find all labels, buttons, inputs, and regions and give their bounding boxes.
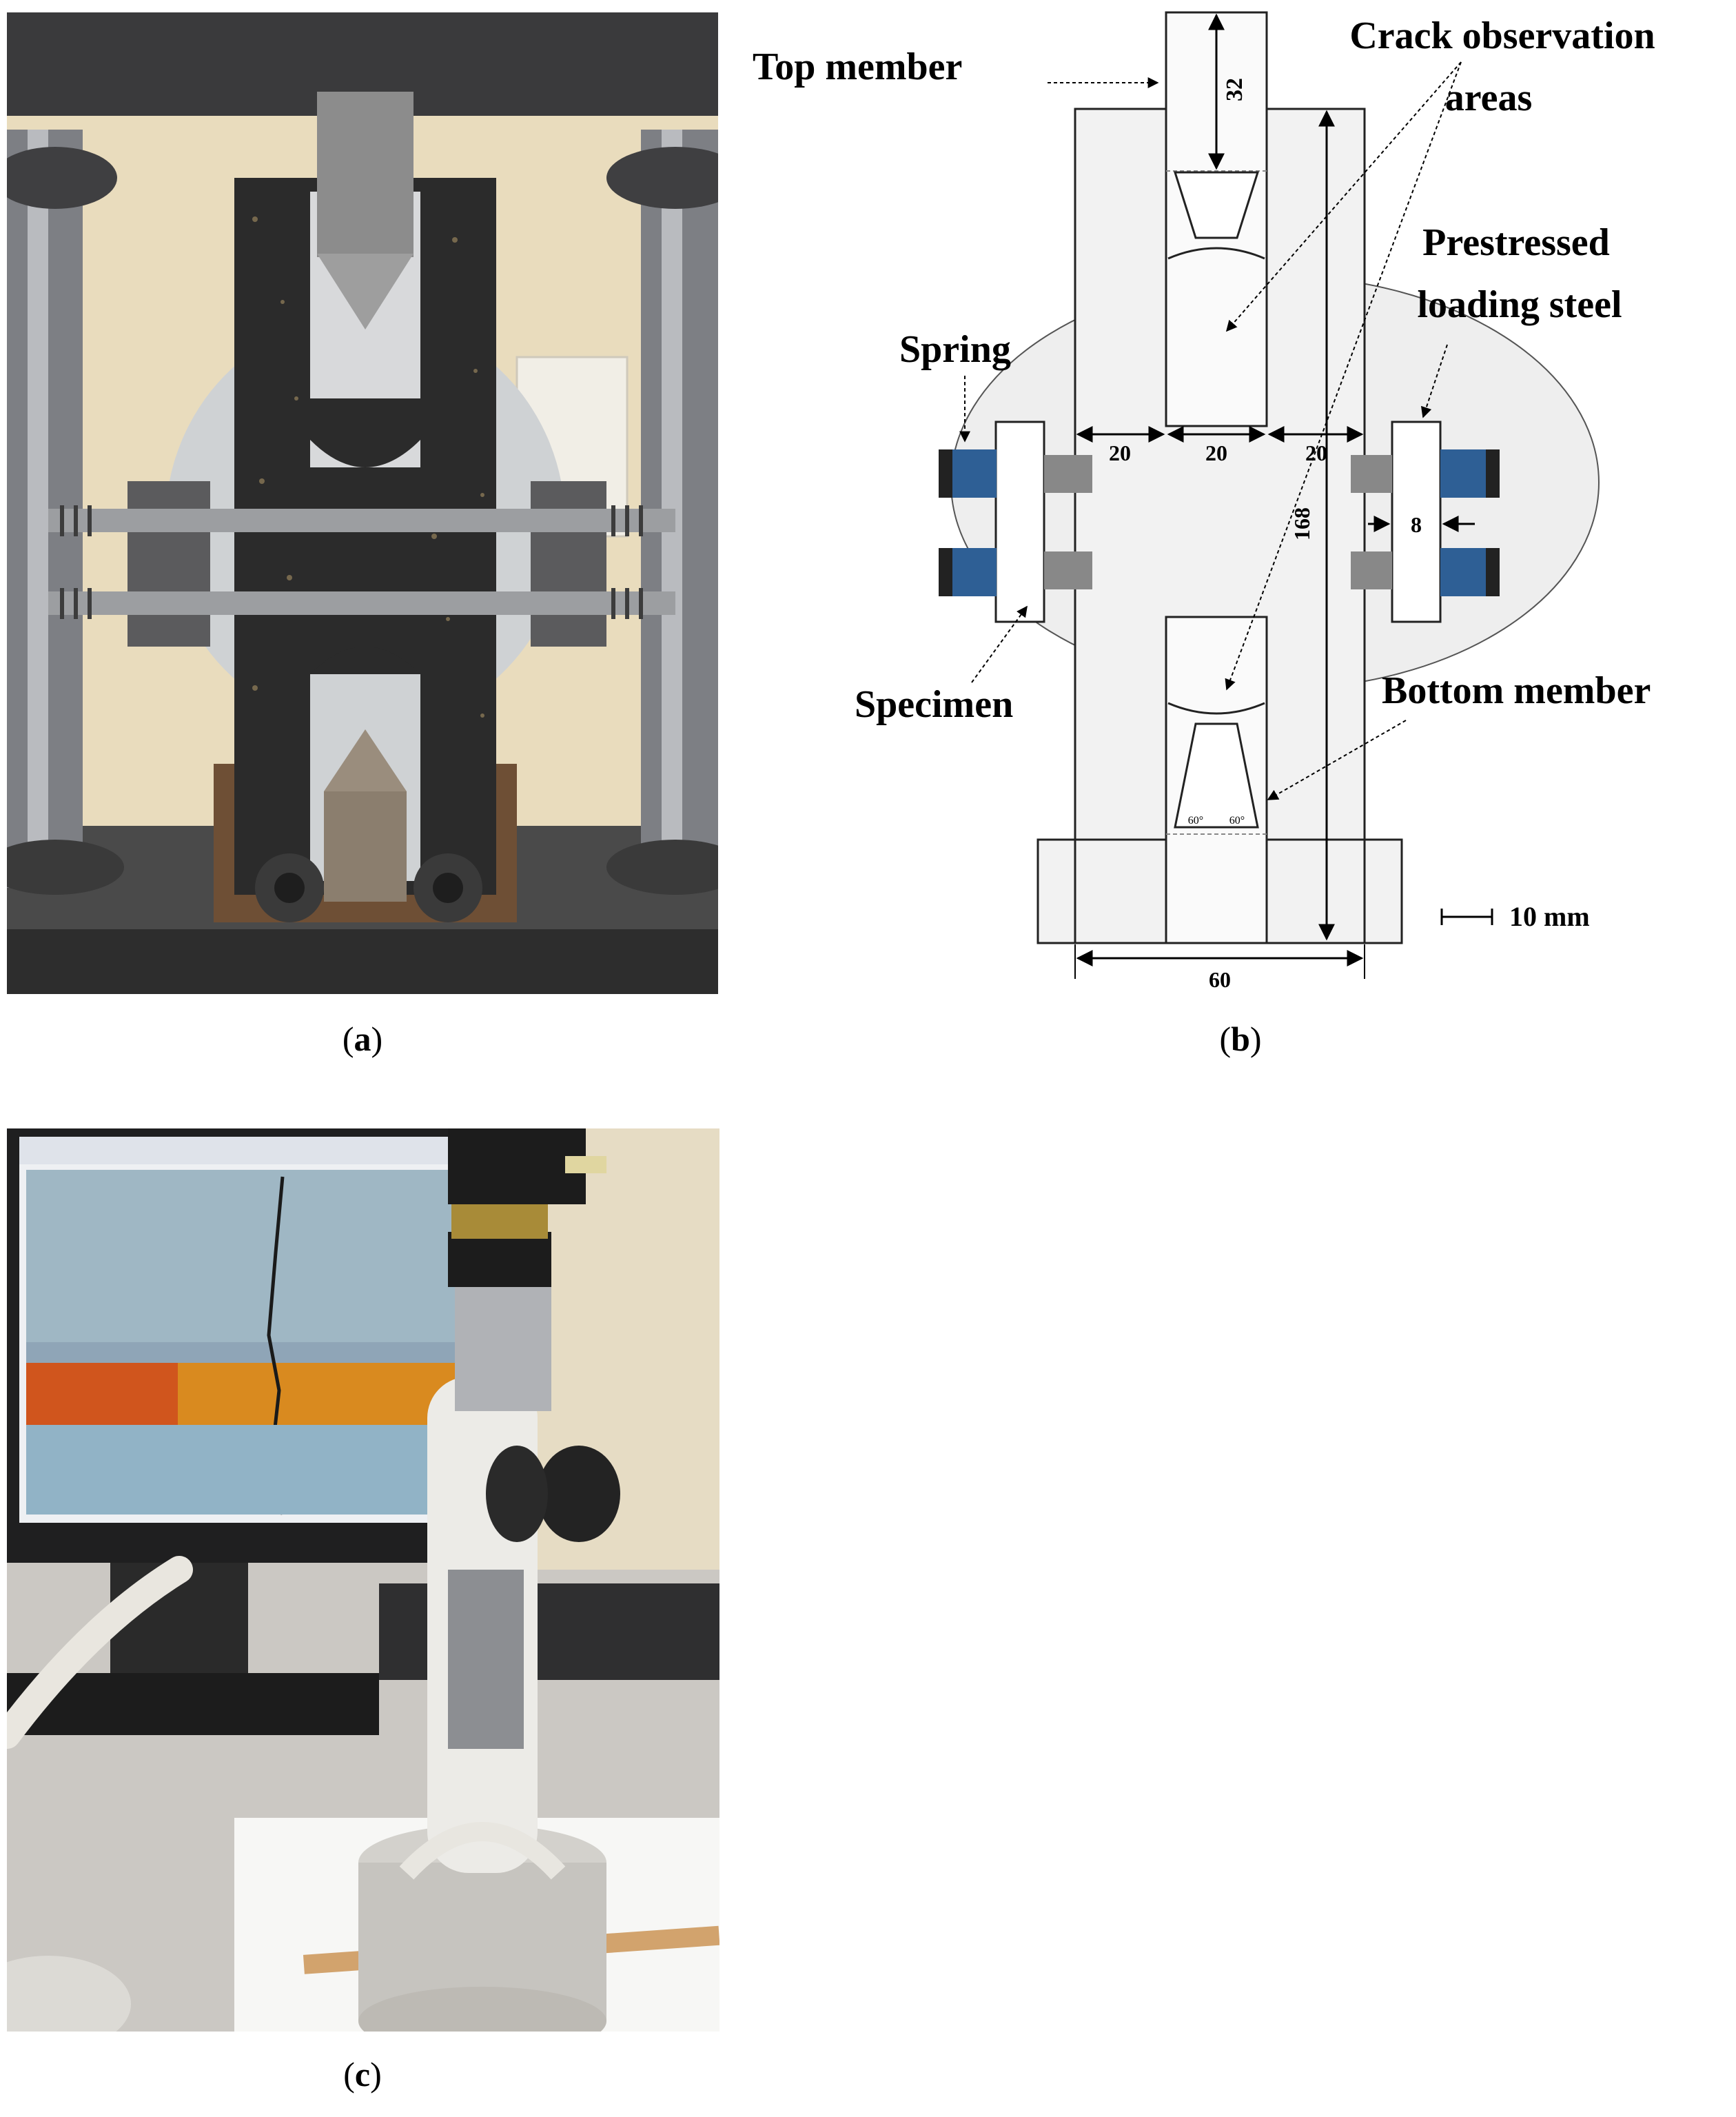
scale-bar-label: 10 mm — [1509, 901, 1590, 932]
angle-right: 60° — [1229, 815, 1245, 827]
dim-20-right: 20 — [1305, 440, 1327, 465]
left-plate — [994, 421, 1045, 623]
photo-a-illustration — [7, 12, 718, 994]
photo-c-illustration — [7, 1128, 719, 2032]
bottom-member — [1165, 616, 1268, 944]
dim-60: 60 — [1209, 967, 1231, 992]
right-rod-top — [1351, 455, 1392, 493]
label-prestressed-2: loading steel — [1417, 283, 1622, 326]
right-rod-bottom — [1351, 551, 1392, 589]
left-spring-bottom — [939, 548, 997, 596]
caption-c-letter: c — [354, 2055, 371, 2094]
right-spring-top — [1440, 449, 1500, 498]
right-plate — [1391, 421, 1442, 623]
caption-a-letter: a — [354, 1020, 371, 1058]
photo-c-microscope — [7, 1128, 719, 2032]
left-rod-bottom — [1044, 551, 1092, 589]
dim-20-left: 20 — [1109, 440, 1131, 465]
angle-left: 60° — [1188, 815, 1203, 827]
diagram-b-schematic: 32 20 20 20 168 8 60 60° 60° Top member … — [744, 0, 1736, 1000]
label-crack-observation-1: Crack observation — [1349, 14, 1655, 57]
label-top-member: Top member — [753, 45, 962, 88]
label-bottom-member: Bottom member — [1382, 669, 1651, 712]
label-crack-observation-2: areas — [1445, 77, 1533, 119]
dim-32: 32 — [1222, 78, 1247, 101]
label-specimen: Specimen — [855, 683, 1013, 726]
caption-b-letter: b — [1231, 1020, 1250, 1058]
caption-b: (b) — [1219, 1020, 1262, 1058]
left-spring-top — [939, 449, 997, 498]
caption-a: (a) — [342, 1020, 383, 1058]
left-rod-top — [1044, 455, 1092, 493]
label-prestressed-1: Prestressed — [1422, 221, 1610, 264]
diagram-b-svg: 32 20 20 20 168 8 60 60° 60° Top member … — [753, 11, 1655, 992]
right-spring-bottom — [1440, 548, 1500, 596]
dim-20-mid: 20 — [1205, 440, 1227, 465]
label-spring: Spring — [899, 328, 1011, 371]
dim-8: 8 — [1411, 512, 1422, 537]
photo-a-loading-frame — [7, 12, 718, 994]
caption-c: (c) — [343, 2055, 382, 2094]
dim-168: 168 — [1289, 507, 1314, 540]
